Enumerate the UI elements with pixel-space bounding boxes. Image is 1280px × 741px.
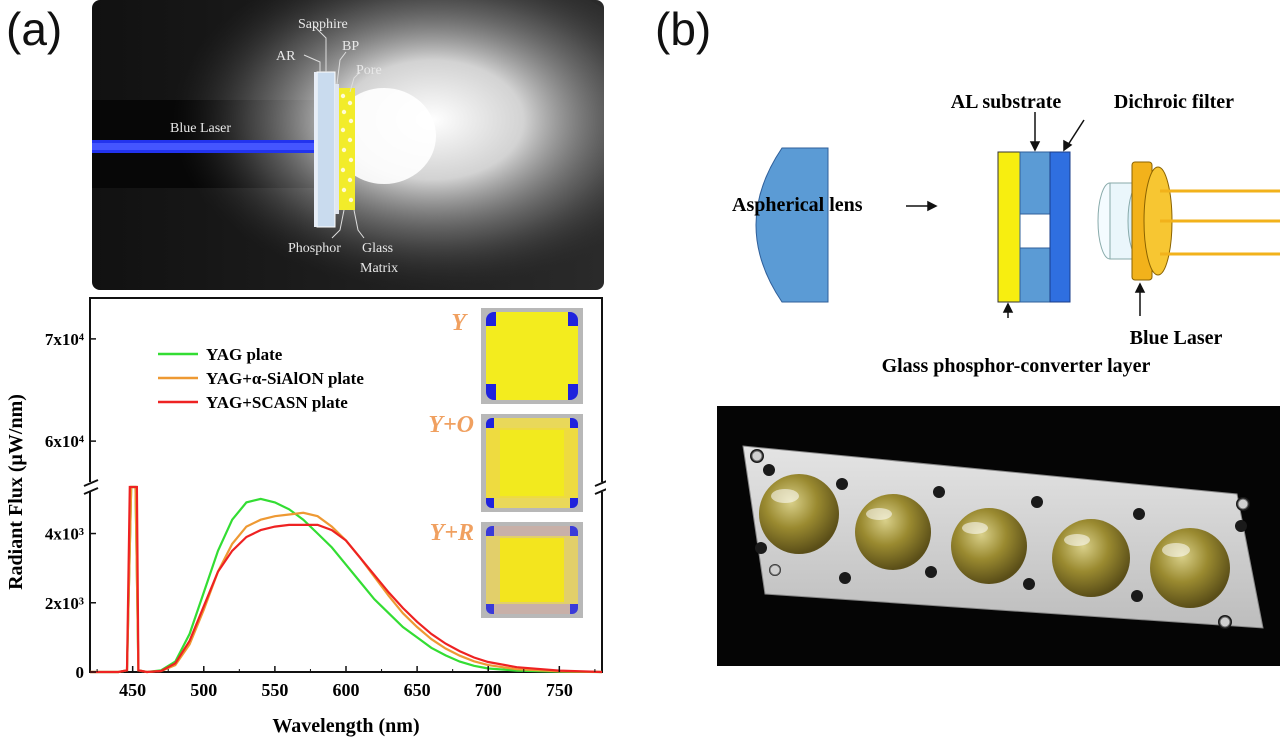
label-glass: Glass (362, 241, 393, 256)
legend-label-3: YAG+SCASN plate (206, 393, 348, 412)
label-phosphor: Phosphor (288, 241, 341, 256)
x-axis-label: Wavelength (nm) (272, 715, 419, 737)
series-line-3 (90, 485, 603, 674)
label-dichroic-filter: Dichroic filter (1114, 91, 1234, 113)
module-photo (717, 406, 1280, 666)
x-tick-label-750: 750 (546, 680, 573, 700)
spectrum-chart: 450 500 550 600 650 700 750 0 2x10³ 4x10³ 6x10⁴ 7x1… (5, 297, 606, 737)
x-tick-label-550: 550 (261, 680, 288, 700)
y-tick-label-upper-1: 7x10⁴ (45, 330, 84, 349)
phosphor-glass-layer (339, 88, 355, 210)
x-tick-label-450: 450 (119, 680, 146, 700)
label-sapphire: Sapphire (298, 17, 348, 32)
x-tick-label-700: 700 (475, 680, 502, 700)
x-tick-label-650: 650 (404, 680, 431, 700)
legend-label-1: YAG plate (206, 345, 283, 364)
label-pore: Pore (356, 63, 382, 78)
inset-label-y-plus-r: Y+R (430, 520, 474, 546)
y-tick-label-lower-0: 0 (76, 663, 85, 682)
y-axis-label: Radiant Flux (μW/nm) (5, 394, 27, 590)
y-tick-label-upper-0: 6x10⁴ (45, 432, 84, 451)
panel-label-a: (a) (6, 3, 63, 55)
inset-y-plus-r (481, 522, 583, 618)
inset-label-y-plus-o: Y+O (428, 412, 474, 438)
axis-break-right (594, 480, 606, 495)
laser-schematic-a: Sapphire AR BP Pore Blue Laser Phosphor … (92, 0, 604, 290)
legend-label-2: YAG+α-SiAlON plate (206, 369, 364, 388)
x-tick-label-600: 600 (333, 680, 360, 700)
y-tick-label-lower-2: 4x10³ (45, 525, 84, 544)
x-tick-label-500: 500 (190, 680, 217, 700)
inset-y (481, 308, 583, 404)
panel-label-b: (b) (655, 3, 712, 55)
glass-phosphor-layer (997, 151, 1021, 303)
aspherical-lens (755, 147, 829, 303)
laser-module-schematic-b: AL substrate Dichroic filter Aspherical … (732, 91, 1280, 377)
label-ar: AR (276, 49, 296, 64)
axis-break-left (83, 479, 99, 495)
dichroic-filter (1049, 151, 1071, 303)
inset-label-y: Y (451, 310, 468, 336)
inset-y-plus-o (481, 414, 583, 512)
screws (751, 450, 1249, 628)
label-glass-phosphor-layer: Glass phosphor-converter layer (882, 355, 1151, 377)
sapphire-layer (316, 71, 336, 228)
y-tick-label-lower-1: 2x10³ (45, 594, 84, 613)
label-blue-laser-b: Blue Laser (1130, 327, 1223, 349)
pore-dots (340, 93, 354, 203)
ar-coating (314, 72, 317, 227)
label-matrix: Matrix (360, 261, 398, 276)
laser-beams (1160, 189, 1280, 256)
label-bp: BP (342, 39, 359, 54)
bp-layer (335, 84, 339, 214)
label-blue-laser: Blue Laser (170, 121, 231, 136)
label-al-substrate: AL substrate (951, 91, 1062, 113)
label-aspherical-lens: Aspherical lens (732, 194, 863, 216)
